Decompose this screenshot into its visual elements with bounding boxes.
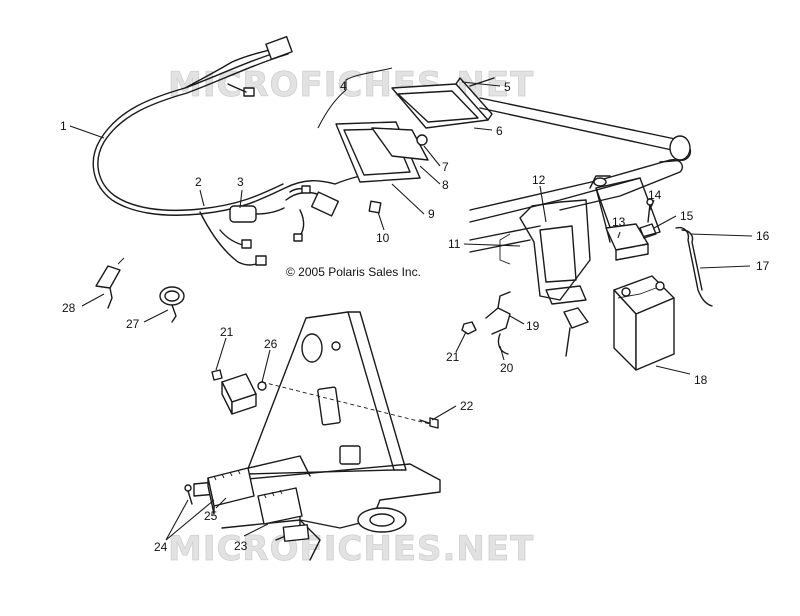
callout-27: 27 [126,317,140,331]
battery [613,275,675,371]
callout-7: 7 [442,160,449,174]
callout-numbers: 1 2 3 4 5 6 7 8 9 10 11 12 13 14 15 16 1… [60,79,770,554]
callout-12: 12 [532,173,546,187]
copyright-text: © 2005 Polaris Sales Inc. [286,265,421,279]
callout-20: 20 [500,361,514,375]
callout-14: 14 [648,188,662,202]
callout-16: 16 [756,229,770,243]
callout-26: 26 [264,337,278,351]
callout-9: 9 [428,207,435,221]
bolt-22-axis [261,381,431,425]
strap-16-17 [675,226,713,307]
callout-3: 3 [237,175,244,189]
bolt-14 [647,203,651,223]
callout-22: 22 [460,399,474,413]
callout-28: 28 [62,301,76,315]
watermark-bottom: MICROFICHES.NET [168,529,534,569]
callout-10: 10 [376,231,390,245]
callout-24: 24 [154,540,168,554]
callout-6: 6 [496,124,503,138]
relay-25 [207,467,255,515]
relay-23 [257,487,303,525]
electrical-mount-plate [193,311,441,561]
bracket-19 [485,307,511,335]
leader-lines [69,81,753,541]
callout-25: 25 [204,509,218,523]
callout-21-left: 21 [220,325,234,339]
clamp-28 [95,257,125,309]
callout-4: 4 [340,79,347,93]
callout-5: 5 [504,80,511,94]
callout-19: 19 [526,319,540,333]
callout-18: 18 [694,373,708,387]
callout-15: 15 [680,209,694,223]
ignition-module [211,369,267,415]
callout-1: 1 [60,119,67,133]
callout-8: 8 [442,178,449,192]
callout-23: 23 [234,539,248,553]
callout-11: 11 [448,237,461,251]
callout-13: 13 [612,215,626,229]
screw-24 [184,484,192,492]
clip-15 [639,223,657,239]
callout-2: 2 [195,175,202,189]
clamp-27 [159,286,185,323]
battery-pad-side [615,243,649,261]
wire-20 [497,333,509,355]
nut-21-right [461,321,477,335]
wiring-harness [92,36,361,266]
tail-light-assembly [317,67,495,214]
callout-21-right: 21 [446,350,460,364]
frame [469,97,691,357]
callout-17: 17 [756,259,770,273]
